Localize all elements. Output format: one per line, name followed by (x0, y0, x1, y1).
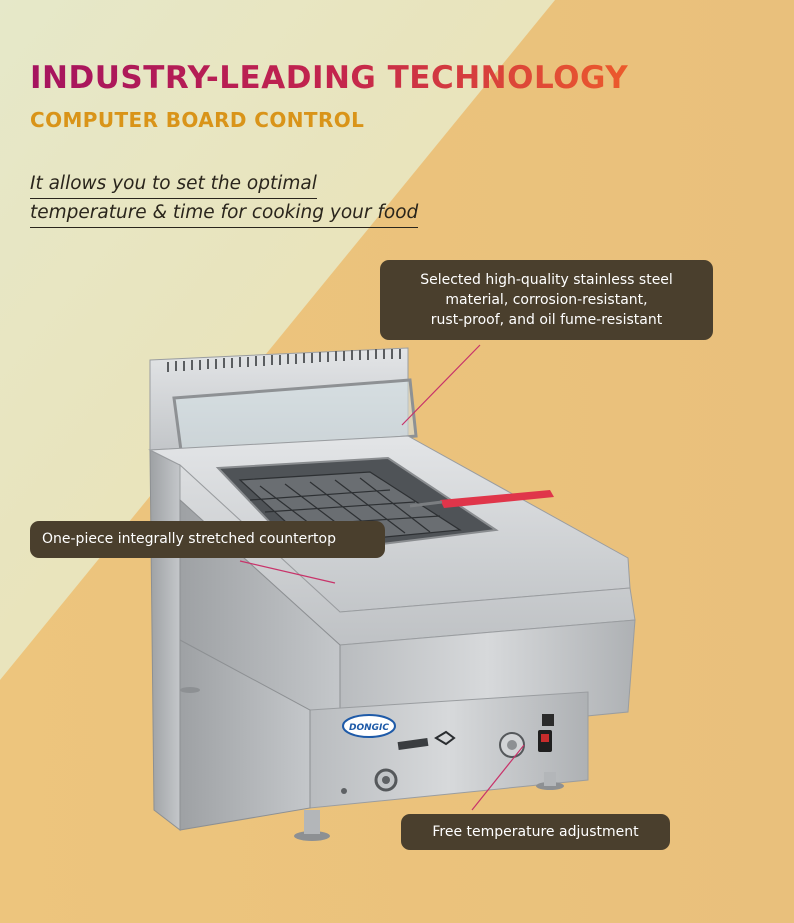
tagline-line-1: It allows you to set the optimal (30, 170, 317, 199)
subheadline: COMPUTER BOARD CONTROL (30, 108, 365, 132)
basket-handle (440, 490, 554, 508)
callout-material: Selected high-quality stainless steel ma… (380, 260, 713, 340)
foot-front-left (294, 831, 330, 841)
brand-badge (342, 714, 396, 738)
lower-cabinet-side (179, 639, 311, 831)
brand-badge-text: DONGIC (349, 723, 389, 733)
callout-material-line-2: material, corrosion-resistant, (445, 292, 648, 308)
headline: INDUSTRY-LEADING TECHNOLOGY (30, 60, 629, 96)
callout-material-line-3: rust-proof, and oil fume-resistant (430, 312, 663, 328)
tagline: It allows you to set the optimal tempera… (30, 170, 460, 228)
tagline-line-2: temperature & time for cooking your food (30, 199, 419, 228)
callout-material-line-1: Selected high-quality stainless steel (420, 272, 673, 288)
callout-temperature: Free temperature adjustment (401, 814, 670, 850)
body-left-side (149, 449, 181, 832)
fryer-illustration: DONGIC (148, 347, 636, 841)
vent-slots (167, 349, 401, 372)
foot-back-left (180, 687, 200, 693)
callout-countertop: One-piece integrally stretched counterto… (30, 521, 385, 558)
